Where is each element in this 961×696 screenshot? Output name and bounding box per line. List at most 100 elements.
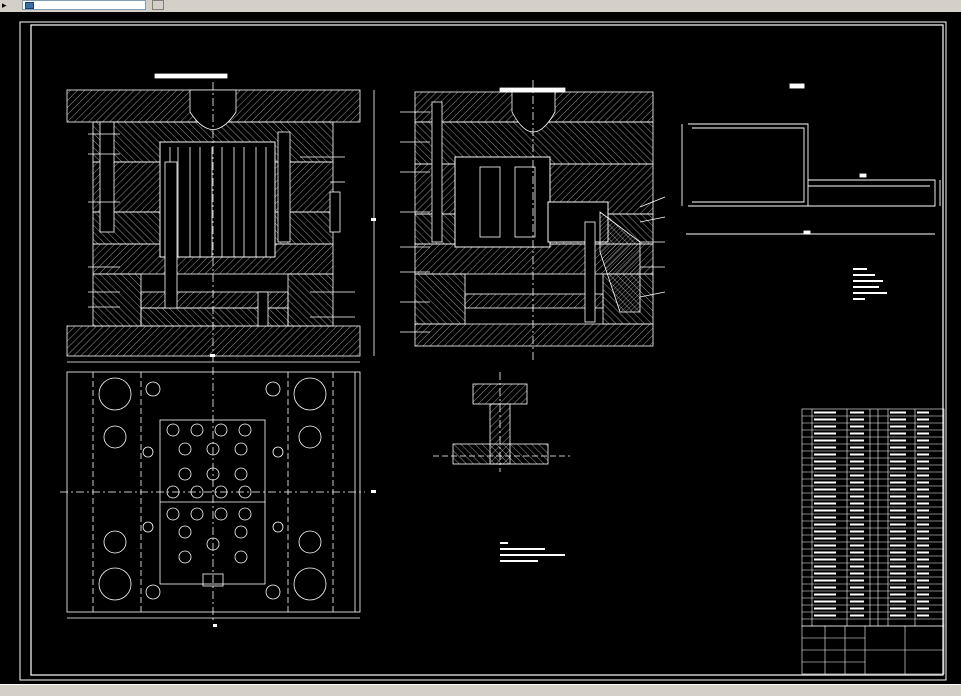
outer-frame: [19, 21, 947, 681]
drawing-svg: [19, 21, 947, 681]
table-cell-text: [917, 453, 929, 456]
table-cell-text: [890, 516, 906, 519]
table-cell-text: [890, 558, 906, 561]
table-cell-text: [890, 551, 906, 554]
table-cell-text: [917, 544, 929, 547]
dropdown-button[interactable]: [152, 0, 164, 10]
table-cell-text: [890, 537, 906, 540]
table-cell-text: [814, 432, 836, 435]
table-cell-text: [850, 572, 864, 575]
table-cell-text: [850, 558, 864, 561]
table-cell-text: [814, 509, 836, 512]
table-cell-text: [917, 460, 929, 463]
table-cell-text: [850, 509, 864, 512]
table-cell-text: [890, 572, 906, 575]
table-cell-text: [850, 502, 864, 505]
table-cell-text: [890, 460, 906, 463]
layer-combo[interactable]: [22, 0, 146, 10]
table-cell-text: [814, 572, 836, 575]
table-cell-text: [850, 488, 864, 491]
table-cell-text: [917, 509, 929, 512]
table-cell-text: [850, 439, 864, 442]
table-cell-text: [917, 446, 929, 449]
table-cell-text: [890, 481, 906, 484]
dimension-marks: [210, 218, 376, 627]
table-cell-text: [917, 481, 929, 484]
table-cell-text: [917, 593, 929, 596]
table-cell-text: [890, 425, 906, 428]
table-cell-text: [814, 453, 836, 456]
table-cell-text: [814, 474, 836, 477]
table-cell-text: [814, 439, 836, 442]
table-cell-text: [814, 523, 836, 526]
table-cell-text: [814, 544, 836, 547]
table-cell-text: [850, 446, 864, 449]
table-cell-text: [814, 551, 836, 554]
table-cell-text: [890, 600, 906, 603]
table-cell-text: [814, 495, 836, 498]
table-cell-text: [917, 586, 929, 589]
product-view: [681, 83, 941, 235]
table-cell-text: [814, 565, 836, 568]
table-cell-text: [850, 593, 864, 596]
drawing-canvas[interactable]: [0, 12, 961, 684]
table-cell-text: [814, 488, 836, 491]
table-cell-text: [917, 467, 929, 470]
table-cell-text: [850, 551, 864, 554]
table-cell-text: [814, 502, 836, 505]
table-cell-text: [814, 418, 836, 421]
table-cell-text: [814, 537, 836, 540]
table-cell-text: [814, 467, 836, 470]
table-cell-text: [890, 418, 906, 421]
table-cell-text: [917, 537, 929, 540]
table-cell-text: [850, 411, 864, 414]
table-cell-text: [850, 418, 864, 421]
table-cell-text: [850, 467, 864, 470]
table-cell-text: [850, 537, 864, 540]
table-cell-text: [814, 530, 836, 533]
table-cell-text: [814, 481, 836, 484]
inner-frame: [30, 24, 944, 676]
table-cell-text: [917, 432, 929, 435]
table-cell-text: [890, 579, 906, 582]
table-cell-text: [814, 446, 836, 449]
table-cell-text: [917, 411, 929, 414]
table-cell-text: [814, 516, 836, 519]
table-cell-text: [890, 586, 906, 589]
table-cell-text: [917, 516, 929, 519]
table-cell-text: [890, 474, 906, 477]
table-cell-text: [917, 565, 929, 568]
table-cell-text: [814, 425, 836, 428]
table-cell-text: [890, 411, 906, 414]
table-cell-text: [850, 425, 864, 428]
table-cell-text: [814, 600, 836, 603]
table-cell-text: [890, 432, 906, 435]
table-cell-text: [917, 502, 929, 505]
table-cell-text: [917, 579, 929, 582]
front-section-view: [66, 73, 375, 363]
sprue-detail: [433, 372, 570, 472]
table-cell-text: [850, 607, 864, 610]
table-cell-text: [850, 530, 864, 533]
table-cell-text: [917, 474, 929, 477]
table-cell-text: [850, 460, 864, 463]
table-cell-text: [890, 544, 906, 547]
table-cell-text: [890, 565, 906, 568]
table-cell-text: [850, 453, 864, 456]
table-cell-text: [814, 460, 836, 463]
table-cell-text: [917, 572, 929, 575]
table-cell-text: [890, 523, 906, 526]
table-cell-text: [890, 467, 906, 470]
table-cell-text: [814, 607, 836, 610]
table-cell-text: [917, 425, 929, 428]
arrow-icon[interactable]: ▸: [2, 1, 7, 11]
table-cell-text: [814, 411, 836, 414]
table-cell-text: [850, 474, 864, 477]
table-cell-text: [850, 565, 864, 568]
table-cell-text: [890, 495, 906, 498]
table-cell-text: [890, 607, 906, 610]
parts-list-table: [801, 408, 945, 675]
table-cell-text: [850, 516, 864, 519]
table-cell-text: [850, 586, 864, 589]
table-cell-text: [890, 593, 906, 596]
